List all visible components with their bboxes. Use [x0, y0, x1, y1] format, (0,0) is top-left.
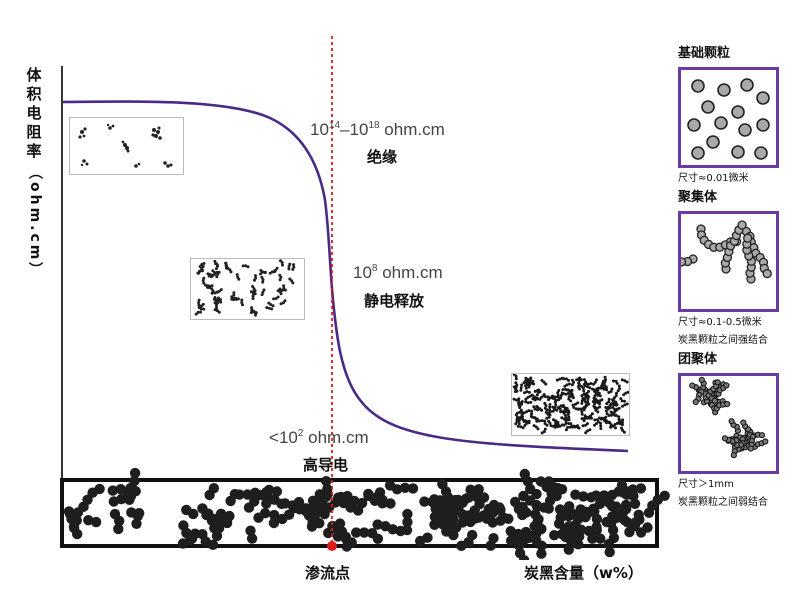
value-unit: ohm.cm [379, 120, 445, 139]
panel-aggregate: 聚集体 尺寸≈0.1-0.5微米 炭黑颗粒之间强结合 [638, 186, 793, 348]
value-base: 10 [349, 120, 369, 139]
y-label-char: 体 [26, 66, 42, 84]
inset-sparse-dispersion [69, 117, 184, 175]
value-exp: 2 [297, 428, 304, 439]
primary-particle-diagram [678, 67, 779, 168]
panel-caption: 尺寸≈0.1-0.5微米 [678, 317, 762, 328]
insulating-label: 绝缘 [367, 148, 398, 166]
conductive-label: 高导电 [303, 456, 349, 474]
panel-primary-particle: 基础颗粒 尺寸≈0.01微米 [678, 42, 788, 186]
sparse-particles-image [78, 123, 173, 168]
panel-title: 团聚体 [678, 352, 718, 367]
panel-caption: 尺寸＞1mm [678, 479, 734, 490]
percolation-point-label: 渗流点 [305, 564, 351, 582]
dense-particles-image [512, 372, 630, 435]
y-label-char: 阻 [26, 123, 42, 141]
medium-particles-image [194, 259, 296, 317]
y-label-char: 积 [26, 85, 42, 103]
value-exp: 18 [368, 120, 380, 131]
inset-esd-dispersion [190, 258, 305, 320]
panel-agglomerate: 团聚体 尺寸＞1mm 炭黑颗粒之间弱结合 [678, 348, 793, 510]
value-unit: ohm.cm [377, 263, 443, 282]
y-label-char: 电 [26, 104, 42, 122]
y-axis-label: 体 积 电 阻 率 （ohm.cm） [22, 66, 46, 279]
percolation-point-marker [327, 541, 337, 551]
y-label-unit: （ohm.cm） [27, 165, 43, 280]
resistivity-chart [60, 36, 670, 560]
panel-caption: 尺寸≈0.01微米 [678, 173, 749, 184]
conductive-resistivity-value: <102 ohm.cm [269, 428, 369, 448]
panel-caption: 炭黑颗粒之间强结合 [678, 335, 768, 346]
value-exp: 14 [328, 120, 341, 131]
esd-resistivity-value: 108 ohm.cm [353, 263, 443, 283]
value-exp: 8 [371, 263, 378, 274]
aggregate-particles-image [638, 220, 772, 284]
insulating-resistivity-value: 1014–1018 ohm.cm [310, 120, 445, 140]
y-label-char: 率 [26, 142, 42, 160]
primary-particles-image [687, 78, 770, 160]
panel-caption: 炭黑颗粒之间弱结合 [678, 497, 768, 508]
inset-dense-dispersion [511, 372, 630, 436]
agglomerate-diagram [678, 373, 779, 474]
value-base: 10 [278, 428, 298, 447]
value-base: 10 [310, 120, 329, 139]
esd-label: 静电释放 [364, 292, 425, 310]
value-unit: ohm.cm [303, 428, 369, 447]
agglomerate-particles-image [689, 376, 769, 459]
value-base: 10 [353, 263, 372, 282]
aggregate-diagram [638, 211, 779, 312]
carbon-distribution-strip [60, 467, 670, 560]
resistivity-curve [62, 100, 629, 453]
panel-title: 基础颗粒 [678, 46, 731, 61]
panel-title: 聚集体 [678, 190, 718, 205]
value-sep: – [340, 120, 350, 139]
value-prefix: < [269, 428, 279, 447]
x-axis-label: 炭黑含量（w%） [524, 564, 643, 582]
